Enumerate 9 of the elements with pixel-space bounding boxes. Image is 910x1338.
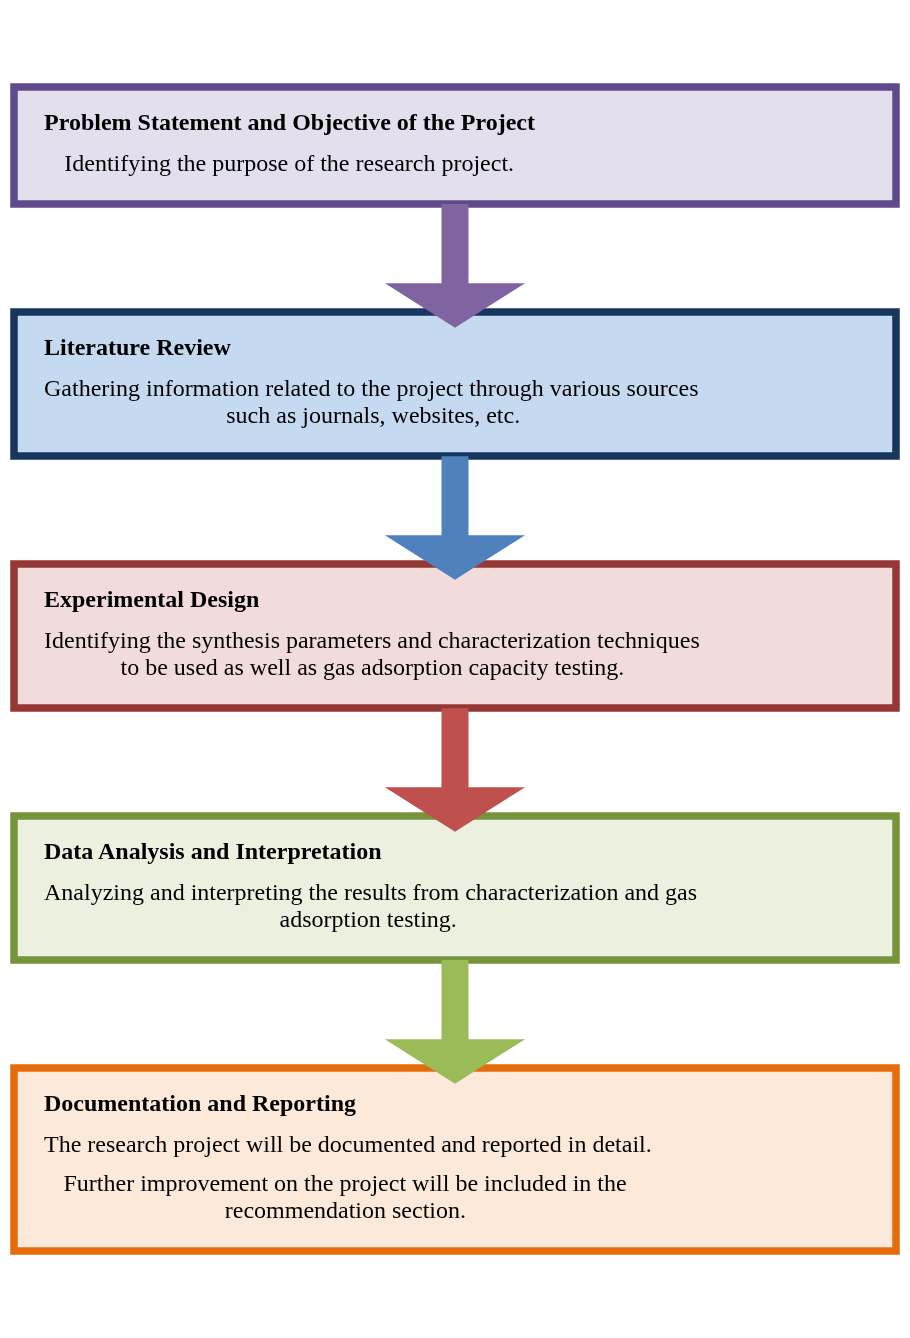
arrow	[384, 960, 526, 1084]
node-box: Literature Review Gathering information related to the project through various sources such as journals, websites, etc.	[10, 308, 900, 460]
node-box: Experimental Design Identifying the synthesis parameters and characterization techniques to be used as well as gas adsorption capacity testing.	[10, 560, 900, 712]
node-box: Documentation and Reporting The research project will be documented and reported in detail. Further improvement on the project will be included in the recommendation section.	[10, 1064, 900, 1255]
node-box: Problem Statement and Objective of the Project Identifying the purpose of the research project.	[10, 83, 900, 208]
arrow	[384, 456, 526, 580]
node-box: Data Analysis and Interpretation Analyzing and interpreting the results from characterization and gas adsorption testing.	[10, 812, 900, 964]
arrow	[384, 708, 526, 832]
arrow	[384, 204, 526, 328]
